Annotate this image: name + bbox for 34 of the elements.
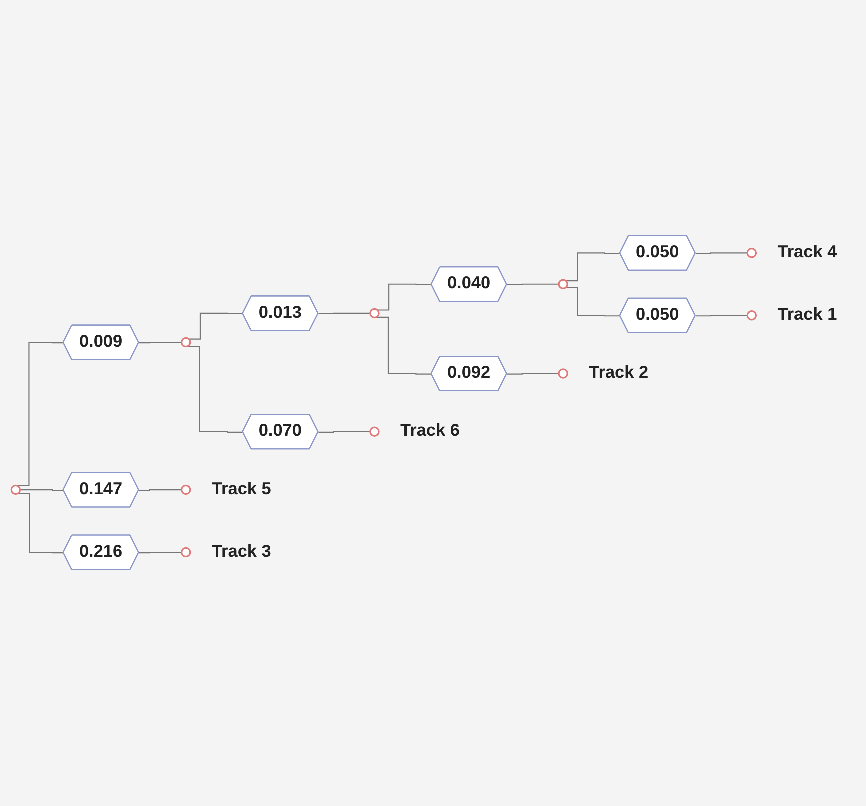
connector [507,284,559,286]
connector [696,315,748,317]
connector [376,317,432,375]
node-circle [558,279,568,290]
connector [507,373,559,375]
node-circle [181,485,192,496]
node-circle [746,248,758,258]
connector [378,284,432,311]
connector [187,346,244,434]
node-label: Track 1 [778,306,838,324]
node-circle [181,338,192,348]
connector [318,432,370,434]
connector [139,552,182,554]
node-circle [370,426,380,438]
node-label: Track 3 [212,542,272,562]
connector [18,494,64,554]
node-label: Track 2 [589,364,649,383]
node-label: Track 4 [778,244,838,262]
connector [16,342,64,486]
connector [566,287,620,317]
connector [318,313,370,315]
connector [139,490,182,492]
connector [696,252,748,254]
node-label: Track 5 [212,480,272,499]
connector [188,313,244,340]
node-circle [370,308,380,319]
node-label: Track 6 [400,422,460,441]
connector [139,342,182,344]
node-circle [181,548,192,558]
node-circle [746,310,758,321]
node-circle [10,485,22,496]
connector [20,490,64,492]
connector [566,252,620,282]
node-circle [558,368,568,380]
